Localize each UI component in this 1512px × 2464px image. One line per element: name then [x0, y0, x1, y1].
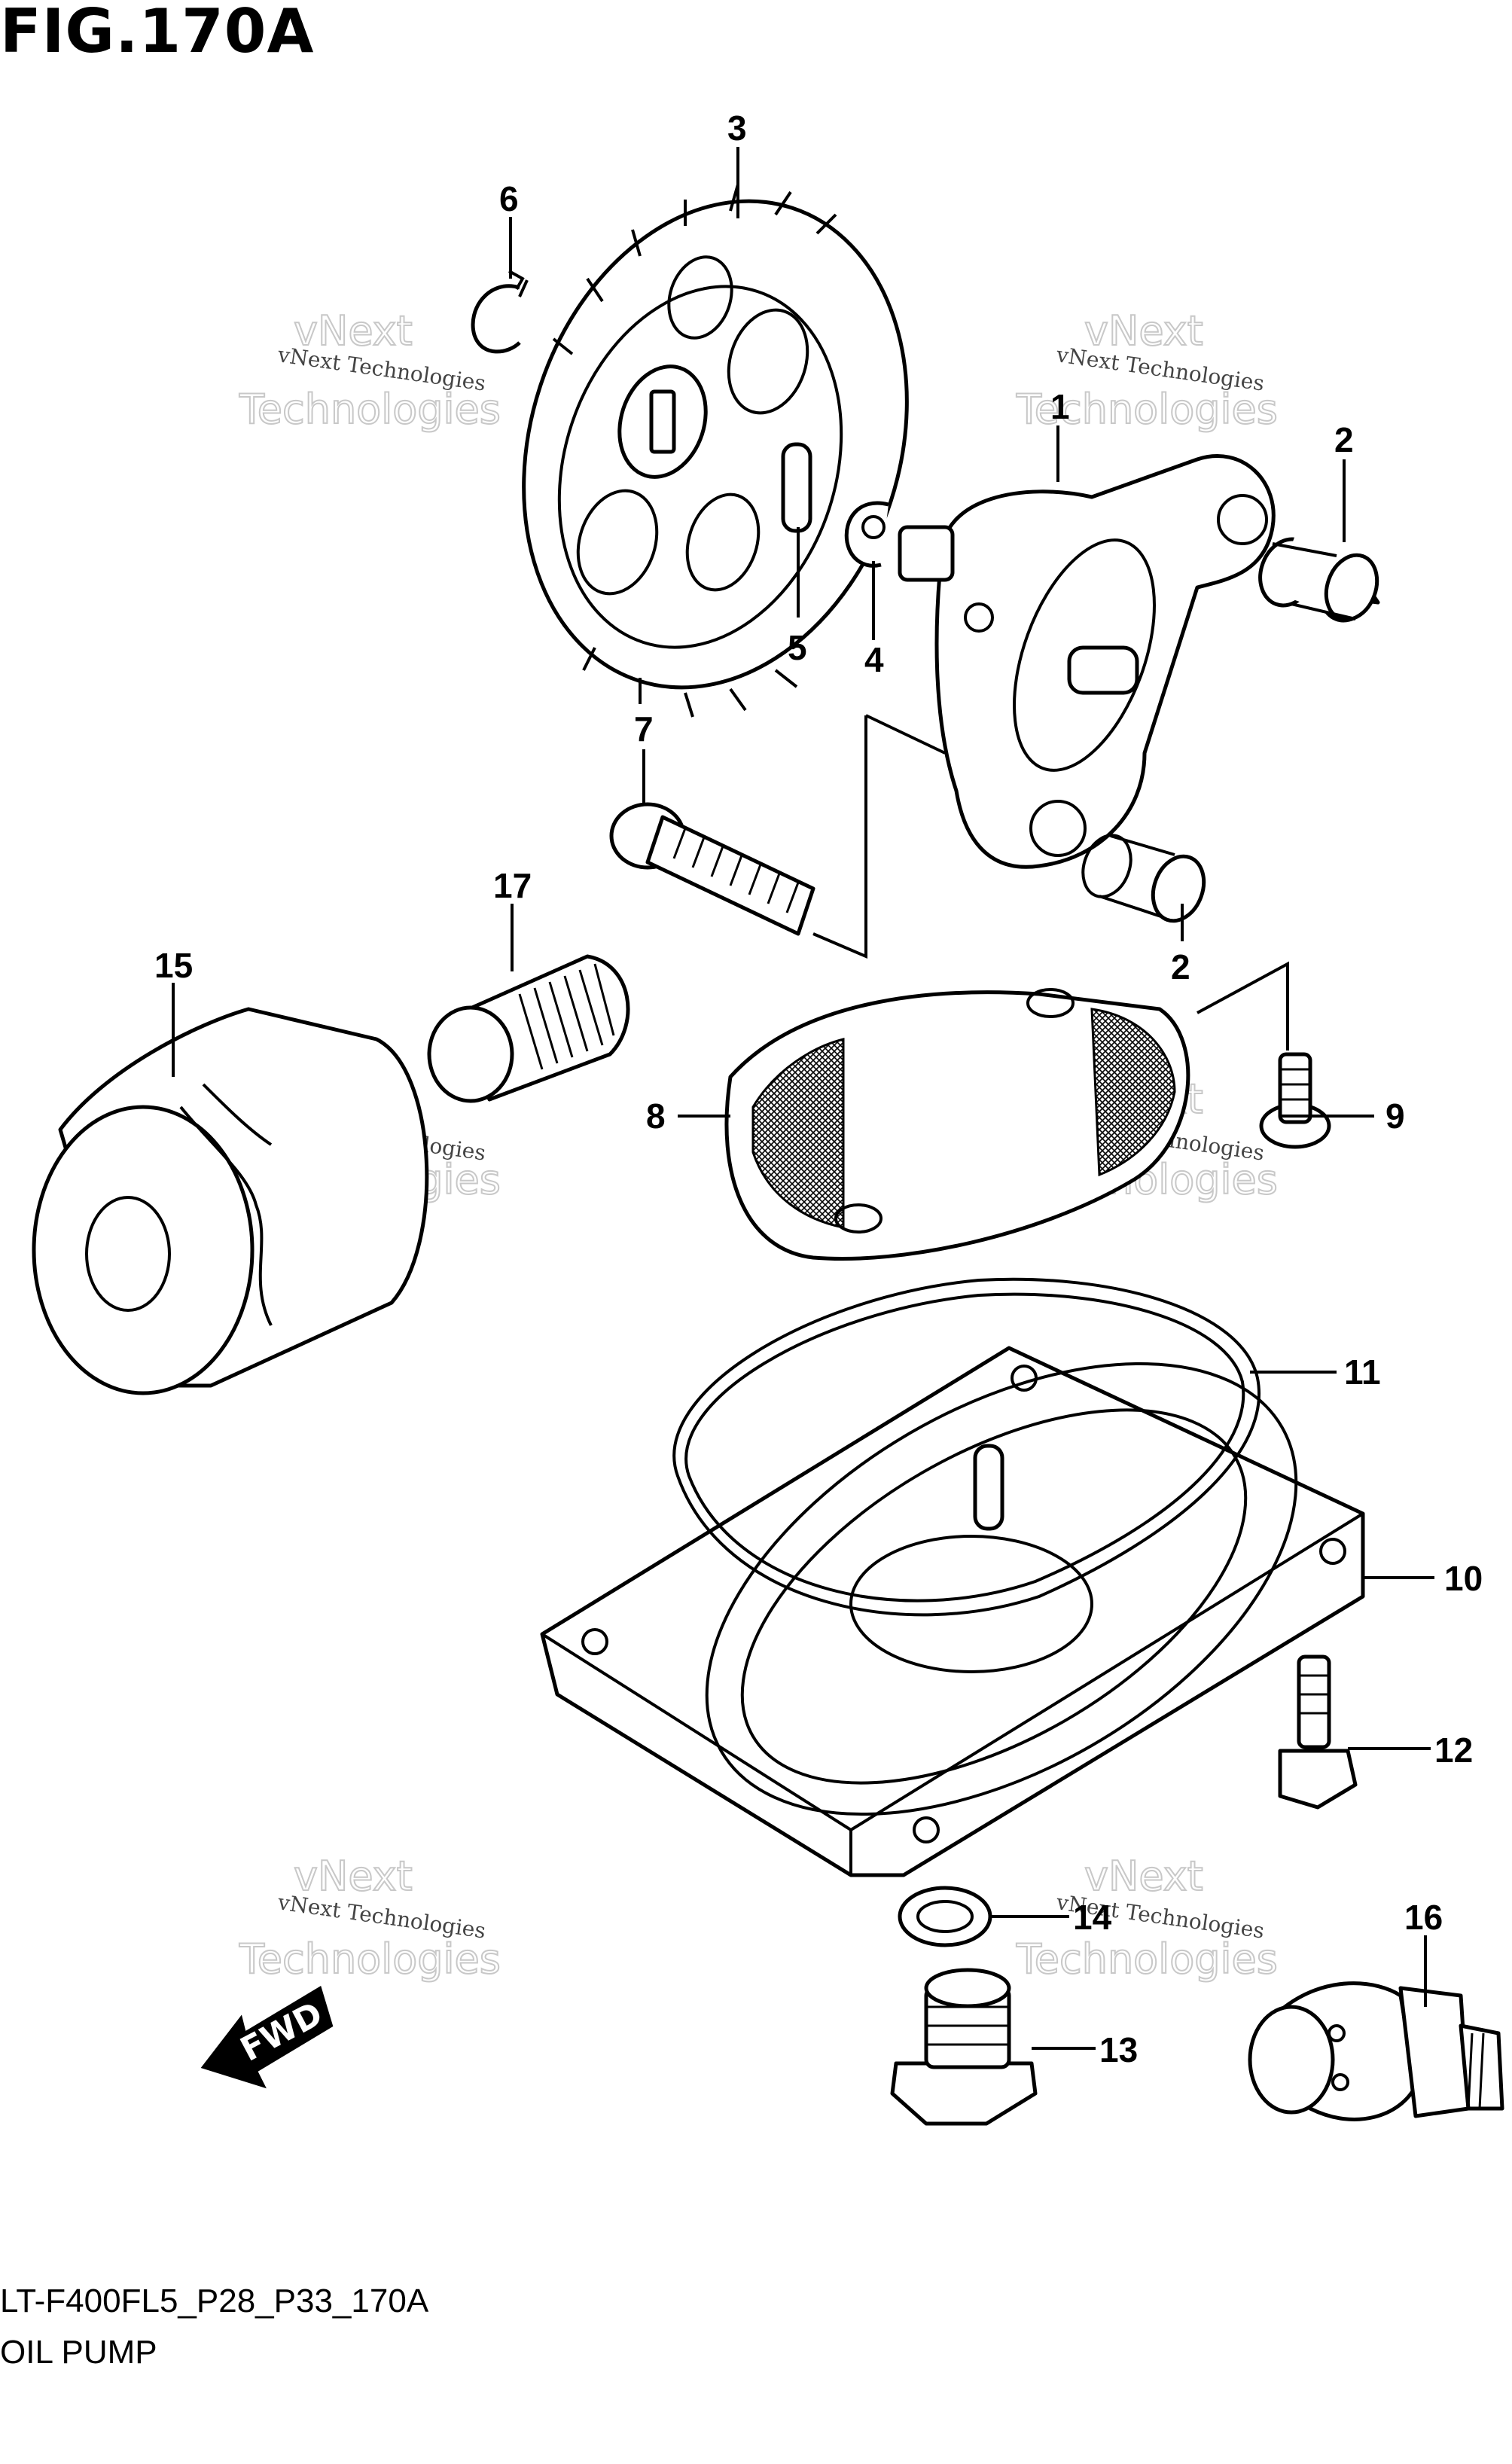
svg-text:vNext: vNext [294, 1853, 413, 1900]
callout-16: 16 [1404, 1898, 1443, 1937]
part-bolt-pan[interactable] [1278, 1654, 1358, 1810]
callout-7: 7 [634, 709, 654, 749]
callout-6: 6 [499, 179, 519, 218]
svg-text:Technologies: Technologies [239, 1935, 501, 1983]
part-circlip[interactable] [471, 270, 529, 354]
part-oil-strainer-gasket[interactable] [724, 988, 1190, 1261]
svg-text:Technologies: Technologies [1016, 1935, 1278, 1983]
watermark-bottom-right: vNext Technologies vNext Technologies [1015, 1852, 1279, 1984]
part-bolt-gasket[interactable] [1259, 1052, 1331, 1149]
callout-17: 17 [493, 866, 532, 905]
callout-11: 11 [1344, 1352, 1381, 1392]
part-oil-filter[interactable] [32, 1007, 429, 1395]
watermark-top-left: vNext Technologies vNext Technologies [238, 306, 501, 434]
svg-text:Technologies: Technologies [239, 386, 501, 433]
part-oil-pump-driven-gear[interactable] [463, 151, 968, 737]
part-drain-plug[interactable] [890, 1968, 1038, 2126]
figure-title: FIG.170A [0, 0, 315, 66]
part-dowel-pin-lower[interactable] [1075, 828, 1212, 928]
part-gasket-washer[interactable] [898, 1886, 992, 1947]
figure-name: OIL PUMP [0, 2334, 157, 2371]
part-oil-filter-union[interactable] [427, 954, 630, 1103]
callout-4: 4 [864, 640, 884, 679]
svg-text:FWD: FWD [234, 1995, 329, 2069]
part-oil-pump-assy[interactable] [898, 454, 1276, 869]
callout-8: 8 [646, 1096, 666, 1136]
part-oil-pan[interactable] [540, 1270, 1372, 1907]
callout-2b: 2 [1171, 947, 1190, 987]
svg-text:vNext: vNext [1084, 1853, 1203, 1900]
callout-1: 1 [1050, 387, 1070, 426]
callout-15: 15 [154, 946, 193, 985]
leader-lines [172, 147, 1434, 2050]
callout-2a: 2 [1334, 420, 1354, 459]
watermark-bottom-left: vNext Technologies vNext Technologies [238, 1852, 501, 1984]
part-o-ring[interactable] [672, 1277, 1261, 1617]
part-dowel-pin-upper[interactable] [1251, 529, 1385, 628]
svg-text:vNext: vNext [1084, 307, 1203, 355]
callout-9: 9 [1385, 1096, 1405, 1136]
forward-direction-arrow: FWD [200, 1985, 334, 2089]
callout-3: 3 [727, 108, 747, 148]
callout-5: 5 [788, 628, 807, 667]
part-e-clip[interactable] [844, 501, 889, 568]
callout-13: 13 [1099, 2030, 1138, 2069]
callout-12: 12 [1434, 1731, 1473, 1770]
part-pin[interactable] [781, 442, 812, 533]
part-oil-pressure-switch[interactable] [1248, 1981, 1504, 2121]
part-bolt-pump[interactable] [609, 802, 815, 936]
callout-10: 10 [1444, 1559, 1483, 1598]
callout-14: 14 [1073, 1898, 1112, 1937]
svg-text:vNext: vNext [294, 307, 413, 355]
figure-code: LT-F400FL5_P28_P33_170A [0, 2283, 429, 2319]
